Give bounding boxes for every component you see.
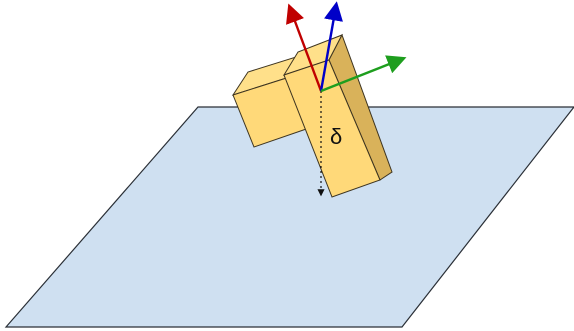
green-axis-arrow	[320, 55, 407, 93]
delta-label: δ	[330, 124, 342, 149]
vertical-block	[282, 33, 393, 198]
blue-axis-arrow	[319, 1, 343, 92]
red-axis-arrow	[286, 3, 323, 92]
vertical-block-front	[283, 59, 381, 198]
ground-plane	[4, 106, 574, 328]
